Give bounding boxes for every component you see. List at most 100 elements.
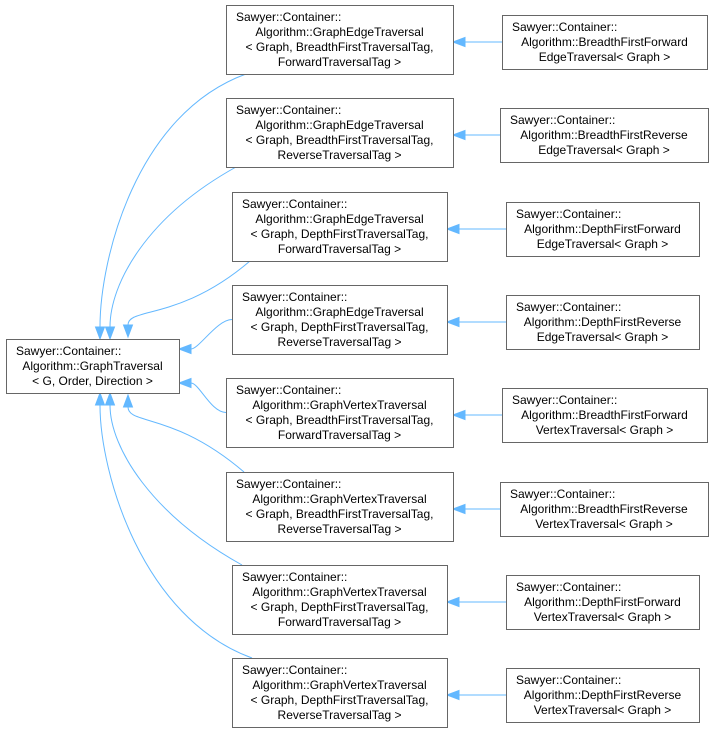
class-name-line: Algorithm::GraphTraversal	[22, 359, 162, 373]
edge-edge-df-fwd-to-base	[127, 260, 251, 326]
class-node-vertex-df-rev[interactable]: Sawyer::Container::Algorithm::GraphVerte…	[232, 658, 448, 728]
class-name-line: < Graph, DepthFirstTraversalTag,	[251, 600, 429, 614]
class-name-line: ForwardTraversalTag >	[278, 242, 401, 256]
class-name-line: Sawyer::Container::	[512, 20, 617, 34]
class-name-line: Algorithm::GraphVertexTraversal	[252, 398, 426, 412]
class-name-line: Algorithm::BreadthFirstReverse	[520, 128, 688, 142]
class-node-vertex-bf-rev[interactable]: Sawyer::Container::Algorithm::GraphVerte…	[226, 472, 454, 542]
class-name-line: Sawyer::Container::	[516, 207, 621, 221]
class-name-line: Sawyer::Container::	[242, 663, 347, 677]
class-box	[232, 285, 448, 355]
class-box	[226, 472, 454, 542]
class-name-line: Sawyer::Container::	[242, 570, 347, 584]
class-name-line: < Graph, BreadthFirstTraversalTag,	[246, 413, 434, 427]
edge-edge-df-rev-to-base	[190, 319, 233, 350]
class-box	[502, 388, 708, 443]
class-node-df-fwd-edge[interactable]: Sawyer::Container::Algorithm::DepthFirst…	[506, 202, 700, 257]
edge-bf-rev-edge-to-edge-bf-rev-arrowhead	[451, 129, 466, 141]
class-box	[232, 565, 448, 635]
class-name-line: EdgeTraversal< Graph >	[538, 143, 670, 157]
class-name-line: Algorithm::DepthFirstForward	[524, 595, 681, 609]
class-name-line: ForwardTraversalTag >	[278, 55, 401, 69]
class-name-line: < Graph, DepthFirstTraversalTag,	[251, 693, 429, 707]
class-name-line: Algorithm::DepthFirstForward	[524, 222, 681, 236]
edge-vertex-bf-fwd-to-base-arrowhead	[177, 377, 192, 389]
class-node-edge-df-fwd[interactable]: Sawyer::Container::Algorithm::GraphEdgeT…	[232, 192, 448, 262]
class-name-line: ReverseTraversalTag >	[278, 335, 402, 349]
class-node-df-rev-vertex[interactable]: Sawyer::Container::Algorithm::DepthFirst…	[506, 668, 700, 723]
class-name-line: Algorithm::BreadthFirstForward	[521, 35, 688, 49]
class-name-line: EdgeTraversal< Graph >	[539, 50, 671, 64]
class-box	[232, 658, 448, 728]
class-name-line: VertexTraversal< Graph >	[534, 703, 672, 717]
class-name-line: Algorithm::DepthFirstReverse	[524, 688, 682, 702]
class-name-line: ReverseTraversalTag >	[278, 148, 402, 162]
edge-vertex-bf-rev-to-base	[127, 406, 245, 473]
class-box	[226, 5, 454, 75]
class-box	[506, 668, 700, 723]
class-box	[500, 108, 709, 163]
edge-bf-rev-vertex-to-vertex-bf-rev-arrowhead	[451, 503, 466, 515]
class-box	[6, 339, 180, 394]
class-name-line: Algorithm::BreadthFirstReverse	[520, 502, 688, 516]
edge-bf-fwd-edge-to-edge-bf-fwd-arrowhead	[451, 36, 466, 48]
edge-df-fwd-edge-to-edge-df-fwd-arrowhead	[445, 223, 460, 235]
edge-bf-fwd-vertex-to-vertex-bf-fwd-arrowhead	[451, 409, 466, 421]
class-name-line: < Graph, BreadthFirstTraversalTag,	[246, 40, 434, 54]
class-box	[506, 295, 700, 350]
class-name-line: ForwardTraversalTag >	[278, 428, 401, 442]
class-node-edge-df-rev[interactable]: Sawyer::Container::Algorithm::GraphEdgeT…	[232, 285, 448, 355]
edge-edge-bf-fwd-to-base	[99, 73, 247, 328]
class-node-df-fwd-vertex[interactable]: Sawyer::Container::Algorithm::DepthFirst…	[506, 575, 700, 630]
edge-edge-bf-rev-to-base-arrowhead	[104, 326, 116, 341]
class-box	[226, 378, 454, 448]
class-node-bf-rev-vertex[interactable]: Sawyer::Container::Algorithm::BreadthFir…	[500, 482, 709, 537]
class-name-line: Sawyer::Container::	[16, 344, 121, 358]
edge-df-rev-edge-to-edge-df-rev-arrowhead	[445, 316, 460, 328]
edge-edge-df-rev-to-base-arrowhead	[177, 343, 192, 355]
class-node-bf-rev-edge[interactable]: Sawyer::Container::Algorithm::BreadthFir…	[500, 108, 709, 163]
edge-edge-df-fwd-to-base-arrowhead	[122, 324, 134, 339]
class-name-line: Algorithm::BreadthFirstForward	[521, 408, 688, 422]
inheritance-edges	[94, 36, 506, 701]
edge-vertex-df-fwd-to-base-arrowhead	[104, 391, 116, 406]
class-name-line: ForwardTraversalTag >	[278, 615, 401, 629]
class-node-vertex-bf-fwd[interactable]: Sawyer::Container::Algorithm::GraphVerte…	[226, 378, 454, 448]
class-node-graph-traversal[interactable]: Sawyer::Container::Algorithm::GraphTrave…	[6, 339, 180, 394]
class-name-line: VertexTraversal< Graph >	[534, 610, 672, 624]
class-box	[232, 192, 448, 262]
class-name-line: Sawyer::Container::	[236, 477, 341, 491]
class-node-bf-fwd-edge[interactable]: Sawyer::Container::Algorithm::BreadthFir…	[502, 15, 708, 70]
class-name-line: ReverseTraversalTag >	[278, 708, 402, 722]
class-name-line: Sawyer::Container::	[242, 290, 347, 304]
class-name-line: Algorithm::GraphVertexTraversal	[252, 585, 426, 599]
class-name-line: < Graph, BreadthFirstTraversalTag,	[246, 507, 434, 521]
class-box	[502, 15, 708, 70]
class-name-line: Sawyer::Container::	[512, 393, 617, 407]
edge-df-fwd-vertex-to-vertex-df-fwd-arrowhead	[445, 596, 460, 608]
class-box	[506, 202, 700, 257]
edge-vertex-df-fwd-to-base	[109, 404, 243, 566]
class-name-line: Sawyer::Container::	[236, 10, 341, 24]
class-node-bf-fwd-vertex[interactable]: Sawyer::Container::Algorithm::BreadthFir…	[502, 388, 708, 443]
class-node-edge-bf-fwd[interactable]: Sawyer::Container::Algorithm::GraphEdgeT…	[226, 5, 454, 75]
class-nodes: Sawyer::Container::Algorithm::GraphTrave…	[6, 5, 709, 728]
class-box	[506, 575, 700, 630]
class-node-edge-bf-rev[interactable]: Sawyer::Container::Algorithm::GraphEdgeT…	[226, 98, 454, 168]
class-name-line: VertexTraversal< Graph >	[535, 517, 673, 531]
class-name-line: Sawyer::Container::	[236, 383, 341, 397]
edge-vertex-df-rev-to-base-arrowhead	[94, 391, 106, 406]
class-name-line: Sawyer::Container::	[242, 197, 347, 211]
class-name-line: Algorithm::GraphEdgeTraversal	[255, 118, 423, 132]
class-name-line: Algorithm::GraphEdgeTraversal	[255, 25, 423, 39]
class-name-line: Sawyer::Container::	[236, 103, 341, 117]
class-name-line: < Graph, DepthFirstTraversalTag,	[251, 227, 429, 241]
edge-df-rev-vertex-to-vertex-df-rev-arrowhead	[445, 689, 460, 701]
class-name-line: Sawyer::Container::	[516, 300, 621, 314]
class-node-vertex-df-fwd[interactable]: Sawyer::Container::Algorithm::GraphVerte…	[232, 565, 448, 635]
class-box	[226, 98, 454, 168]
edge-edge-bf-fwd-to-base-arrowhead	[94, 326, 106, 341]
class-name-line: EdgeTraversal< Graph >	[537, 330, 669, 344]
class-node-df-rev-edge[interactable]: Sawyer::Container::Algorithm::DepthFirst…	[506, 295, 700, 350]
